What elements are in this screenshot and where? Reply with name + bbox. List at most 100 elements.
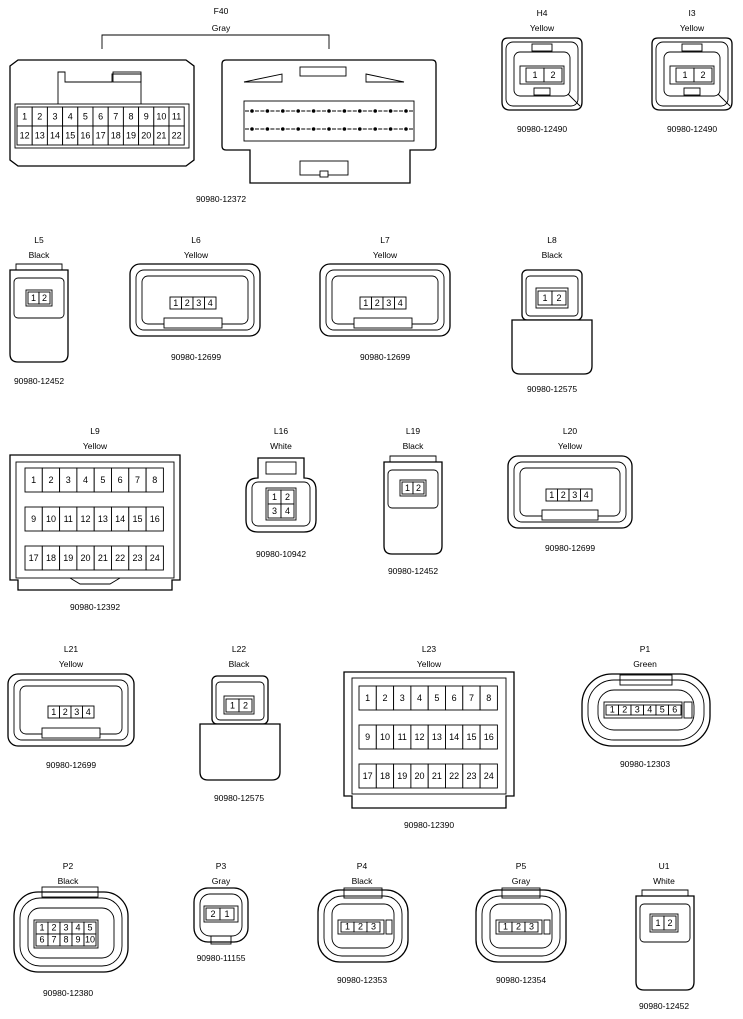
pin-number: 4 [68, 112, 73, 122]
pin-number: 7 [113, 112, 118, 122]
pin-number: 1 [31, 475, 36, 485]
pin-number: 22 [172, 131, 182, 141]
connector-color: White [270, 441, 292, 451]
terminal-dot [342, 109, 347, 113]
pin-number: 7 [469, 693, 474, 703]
connector-color: Yellow [83, 441, 108, 451]
pin-number: 4 [417, 693, 422, 703]
connector-id: L22 [232, 644, 246, 654]
connector-id: L9 [90, 426, 100, 436]
connector-id: L21 [64, 644, 78, 654]
terminal-dot [358, 109, 362, 113]
pin-number: 6 [672, 705, 677, 715]
pin-cell [551, 290, 567, 306]
terminal-dot [296, 109, 301, 113]
connector-color: Black [542, 250, 564, 260]
pin-number: 2 [382, 693, 387, 703]
part-number: 90980-12392 [70, 602, 120, 612]
pin-number: 2 [622, 705, 627, 715]
pin-number: 3 [400, 693, 405, 703]
pin-cell [168, 125, 185, 146]
connector-color: Yellow [373, 250, 398, 260]
part-number: 90980-12699 [171, 352, 221, 362]
terminal-dot [342, 127, 347, 131]
pin-number: 13 [35, 131, 45, 141]
pin-number: 4 [75, 923, 80, 933]
pin-cell [204, 296, 217, 310]
pin-number: 2 [516, 922, 521, 932]
pin-number: 4 [208, 298, 213, 308]
pin-number: 2 [375, 298, 380, 308]
pin-number: 8 [128, 112, 133, 122]
connector-id: L7 [380, 235, 390, 245]
connector-color: Black [29, 250, 51, 260]
pin-number: 6 [98, 112, 103, 122]
pin-cell [280, 503, 295, 519]
pin-number: 17 [363, 771, 373, 781]
pin-number: 2 [358, 922, 363, 932]
pin-number: 1 [173, 298, 178, 308]
pin-number: 4 [584, 490, 589, 500]
pin-number: 2 [51, 923, 56, 933]
pin-number: 21 [156, 131, 166, 141]
pin-number: 2 [63, 707, 68, 717]
connector-color: Black [229, 659, 251, 669]
pin-number: 12 [20, 131, 30, 141]
pin-cell [663, 915, 677, 931]
connector-color: Yellow [59, 659, 84, 669]
pin-number: 9 [75, 935, 80, 945]
pin-number: 14 [449, 732, 459, 742]
part-number: 90980-12353 [337, 975, 387, 985]
pin-cell [524, 921, 539, 933]
pin-cell [668, 704, 682, 716]
pin-cell [394, 296, 407, 310]
connector-color: Yellow [680, 23, 705, 33]
terminal-dot [373, 127, 378, 131]
pin-number: 3 [74, 707, 79, 717]
connector-id: P1 [640, 644, 651, 654]
part-number: 90980-12354 [496, 975, 546, 985]
pin-cell [145, 467, 164, 493]
pin-number: 1 [31, 293, 36, 303]
pin-number: 6 [452, 693, 457, 703]
pin-number: 9 [365, 732, 370, 742]
pin-number: 24 [484, 771, 494, 781]
pin-number: 7 [135, 475, 140, 485]
connector-id: F40 [214, 6, 229, 16]
terminal-dot [404, 109, 408, 113]
pin-number: 3 [371, 922, 376, 932]
part-number: 90980-12380 [43, 988, 93, 998]
pin-cell [145, 506, 164, 532]
connector-color: Yellow [417, 659, 442, 669]
pin-number: 1 [39, 923, 44, 933]
pin-number: 1 [363, 298, 368, 308]
pin-number: 1 [532, 70, 537, 80]
connector-id: P2 [63, 861, 74, 871]
pin-number: 3 [196, 298, 201, 308]
pin-number: 15 [65, 131, 75, 141]
pin-number: 2 [416, 483, 421, 493]
connector-id: L16 [274, 426, 288, 436]
pin-cell [479, 685, 498, 711]
pin-number: 17 [29, 553, 39, 563]
pin-number: 20 [81, 553, 91, 563]
pin-number: 1 [365, 693, 370, 703]
connector-color: Yellow [184, 250, 209, 260]
pin-number: 1 [542, 293, 547, 303]
pin-number: 1 [224, 909, 229, 919]
pin-number: 21 [98, 553, 108, 563]
pin-number: 23 [132, 553, 142, 563]
part-number: 90980-10942 [256, 549, 306, 559]
pin-number: 2 [243, 700, 248, 710]
pin-number: 2 [550, 70, 555, 80]
